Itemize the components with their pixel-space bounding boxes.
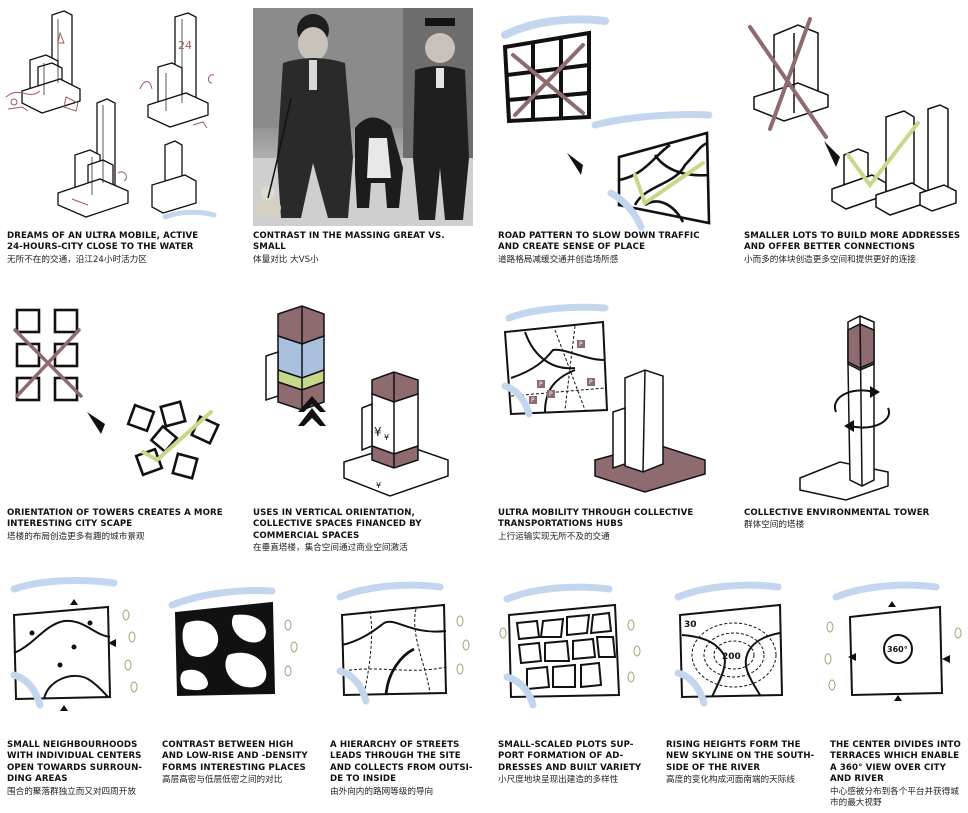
diagram-center-terraces: 360° xyxy=(824,581,962,701)
caption-p8: COLLECTIVE ENVIRONMENTAL TOWER 群体空间的塔楼 xyxy=(744,508,966,531)
caption-p5: ORIENTATION OF TOWERS CREATES A MORE INT… xyxy=(7,508,229,543)
caption-p10: CONTRAST BETWEEN HIGH AND LOW-RISE AND -… xyxy=(162,740,312,786)
diagram-transport-hubs: P P P P P xyxy=(501,303,706,493)
caption-en: THE CENTER DIVIDES INTO TERRACES WHICH E… xyxy=(830,740,961,785)
diagram-street-hierarchy xyxy=(336,581,470,705)
diagram-tower-orientation xyxy=(13,308,221,480)
caption-cn: 高度的变化构成河面南端的天际线 xyxy=(666,775,795,786)
caption-p9: SMALL NEIGHBOURHOODS WITH INDIVIDUAL CEN… xyxy=(7,740,155,798)
caption-cn: 塔楼的布局创造更多有趣的城市景观 xyxy=(7,531,145,542)
caption-cn: 体量对比 大VS小 xyxy=(253,254,319,265)
caption-en: COLLECTIVE ENVIRONMENTAL TOWER xyxy=(744,508,930,518)
caption-p4: SMALLER LOTS TO BUILD MORE ADDRESSES AND… xyxy=(744,231,966,266)
caption-cn: 中心感被分布到各个平台并获得城市的最大视野 xyxy=(830,786,959,808)
caption-en: CONTRAST IN THE MASSING GREAT VS. SMALL xyxy=(253,231,445,253)
caption-p7: ULTRA MOBILITY THROUGH COLLECTIVE TRANSP… xyxy=(498,508,720,543)
p13-height-30: 30 xyxy=(684,620,697,630)
diagram-road-pattern xyxy=(501,15,713,231)
p6-yen-label-2: ¥ xyxy=(384,433,389,442)
diagram-vertical-uses: ¥ ¥ ¥ xyxy=(265,305,449,497)
caption-en: SMALLER LOTS TO BUILD MORE ADDRESSES AND… xyxy=(744,231,961,253)
caption-en: ORIENTATION OF TOWERS CREATES A MORE INT… xyxy=(7,508,223,530)
diagram-high-low-contrast xyxy=(168,587,298,697)
caption-en: A HIERARCHY OF STREETS LEADS THROUGH THE… xyxy=(330,740,473,785)
diagram-small-plots xyxy=(499,583,641,709)
diagram-rising-heights: 30 200 xyxy=(674,581,784,707)
p1-label-24: 24 xyxy=(178,39,192,52)
diagram-environmental-tower xyxy=(799,315,891,501)
caption-cn: 无所不在的交通，沿江24小时活力区 xyxy=(7,254,147,265)
caption-en: ROAD PATTERN TO SLOW DOWN TRAFFIC AND CR… xyxy=(498,231,700,253)
caption-cn: 上行运输实现无所不及的交通 xyxy=(498,531,610,542)
caption-cn: 高层高密与低层低密之间的对比 xyxy=(162,775,283,786)
caption-p2: CONTRAST IN THE MASSING GREAT VS. SMALL … xyxy=(253,231,475,266)
diagram-small-neighbourhoods xyxy=(10,577,138,711)
caption-en: ULTRA MOBILITY THROUGH COLLECTIVE TRANSP… xyxy=(498,508,694,530)
caption-p12: SMALL-SCALED PLOTS SUP-PORT FORMATION OF… xyxy=(498,740,648,786)
p7-parking-4: P xyxy=(579,341,583,348)
caption-cn: 在垂直塔楼，集合空间通过商业空间激活 xyxy=(253,543,408,554)
caption-p1: DREAMS OF AN ULTRA MOBILE, ACTIVE 24-HOU… xyxy=(7,231,207,266)
caption-p13: RISING HEIGHTS FORM THE NEW SKYLINE ON T… xyxy=(666,740,816,786)
caption-p14: THE CENTER DIVIDES INTO TERRACES WHICH E… xyxy=(830,740,965,809)
caption-en: SMALL NEIGHBOURHOODS WITH INDIVIDUAL CEN… xyxy=(7,740,143,785)
p6-yen-label-1: ¥ xyxy=(374,425,382,439)
caption-p3: ROAD PATTERN TO SLOW DOWN TRAFFIC AND CR… xyxy=(498,231,723,266)
caption-cn: 群体空间的塔楼 xyxy=(744,520,805,531)
caption-en: CONTRAST BETWEEN HIGH AND LOW-RISE AND -… xyxy=(162,740,308,773)
p7-parking-3: P xyxy=(589,379,593,386)
caption-en: DREAMS OF AN ULTRA MOBILE, ACTIVE 24-HOU… xyxy=(7,231,199,253)
p14-view-360: 360° xyxy=(887,645,908,654)
photo-great-vs-small xyxy=(253,8,473,226)
caption-cn: 围合的聚落群独立而又对四周开放 xyxy=(7,786,136,797)
caption-cn: 小而多的体块创造更多空间和提供更好的连接 xyxy=(744,254,916,265)
p7-parking-2: P xyxy=(549,391,553,398)
caption-cn: 由外向内的路网等级的导向 xyxy=(330,786,434,797)
caption-en: RISING HEIGHTS FORM THE NEW SKYLINE ON T… xyxy=(666,740,815,773)
caption-cn: 道路格局减缓交通并创造场所感 xyxy=(498,254,619,265)
caption-en: SMALL-SCALED PLOTS SUP-PORT FORMATION OF… xyxy=(498,740,642,773)
p7-parking-1: P xyxy=(539,381,543,388)
p6-yen-label-3: ¥ xyxy=(376,481,381,490)
caption-p6: USES IN VERTICAL ORIENTATION, COLLECTIVE… xyxy=(253,508,475,554)
caption-en: USES IN VERTICAL ORIENTATION, COLLECTIVE… xyxy=(253,508,422,541)
caption-p11: A HIERARCHY OF STREETS LEADS THROUGH THE… xyxy=(330,740,480,798)
diagram-smaller-lots xyxy=(748,17,957,216)
diagram-ultra-mobile-city: 24 xyxy=(5,10,217,220)
p13-height-200: 200 xyxy=(722,652,741,662)
p7-parking-5: P xyxy=(531,397,535,404)
caption-cn: 小尺度地块呈现出建造的多样性 xyxy=(498,775,619,786)
